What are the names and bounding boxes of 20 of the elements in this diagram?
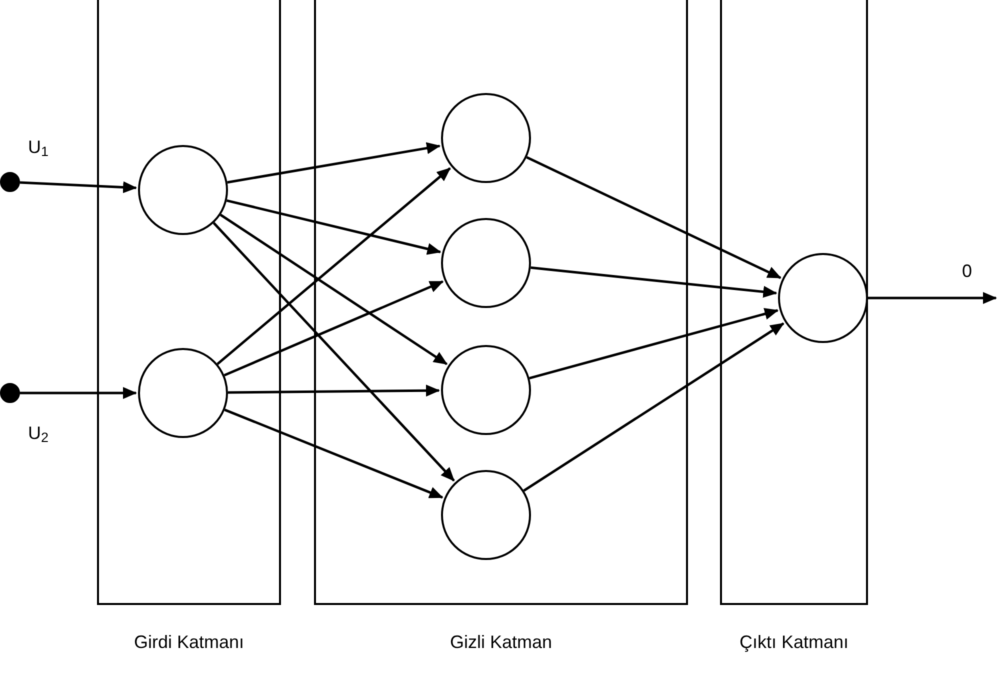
arrow [227, 142, 441, 184]
arrow [224, 280, 444, 376]
arrow [224, 408, 444, 499]
arrow [868, 292, 997, 304]
layer-label: Girdi Katmanı [132, 631, 246, 654]
layer-label: Çıktı Katmanı [738, 631, 850, 654]
arrow [226, 199, 442, 255]
arrow [530, 266, 778, 298]
arrow [529, 308, 779, 380]
arrow [20, 387, 137, 399]
layer-label: Gizli Katman [448, 631, 554, 654]
input-label: U$_{1}$ [28, 136, 49, 161]
arrow [220, 214, 448, 366]
arrow [20, 181, 138, 194]
arrow [523, 322, 784, 492]
input-label: U$_{2}$ [28, 422, 49, 447]
arrow [216, 167, 451, 365]
arrow [228, 384, 440, 397]
arrow [526, 156, 782, 279]
arrow [212, 222, 455, 482]
